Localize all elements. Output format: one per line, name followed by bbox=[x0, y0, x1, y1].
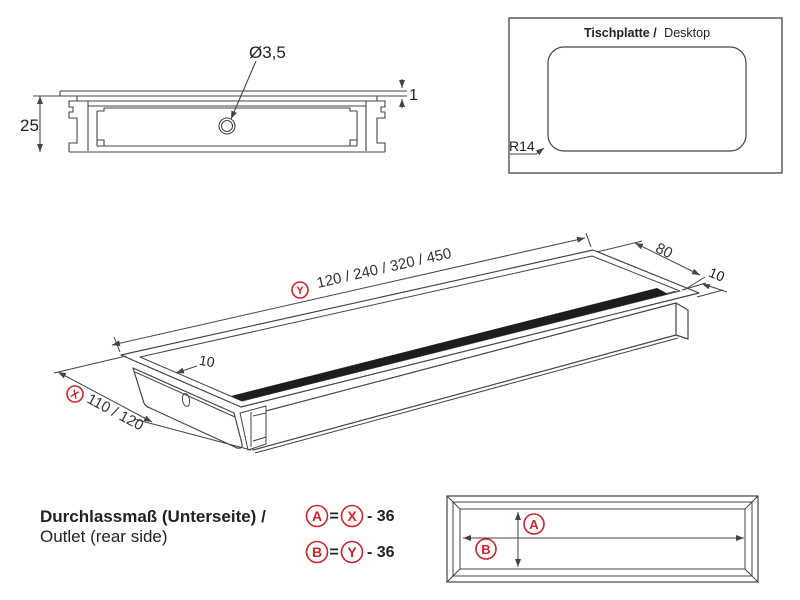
formula-a-var-circle bbox=[340, 504, 364, 528]
formula-b-equals: = bbox=[329, 544, 338, 561]
formula-b-var: Y bbox=[347, 544, 357, 560]
chamber-top bbox=[97, 107, 357, 112]
hole-leader-line bbox=[230, 60, 257, 120]
outlet-width-label: B bbox=[481, 542, 490, 557]
border-leader-left bbox=[175, 365, 198, 374]
outlet-height-label: A bbox=[529, 517, 539, 532]
formula-b-tail: - 36 bbox=[367, 544, 395, 561]
formula-b-lhs-circle bbox=[305, 540, 329, 564]
panel-title-de: Tischplatte / bbox=[584, 26, 657, 40]
profile-cut-end-lines bbox=[250, 412, 267, 447]
outlet-width-label-circle bbox=[475, 538, 497, 560]
profile-cut-end bbox=[239, 405, 267, 451]
outlet-height-label-circle bbox=[523, 513, 545, 535]
chamber-notches bbox=[97, 139, 357, 146]
lid-width-label: 80 bbox=[653, 240, 675, 263]
width-label-circle bbox=[66, 385, 84, 403]
outlet-outer-rect bbox=[446, 495, 759, 583]
section-view bbox=[33, 60, 407, 153]
length-label: Y bbox=[296, 285, 304, 297]
border-arrowhead-right bbox=[702, 284, 711, 290]
panel-title-en: Desktop bbox=[664, 26, 710, 40]
profile-left-wall bbox=[68, 96, 78, 152]
formula-b-var-circle bbox=[340, 540, 364, 564]
screw-hole-inner bbox=[220, 119, 234, 133]
outlet-note-title-de: Durchlassmaß (Unterseite) / bbox=[40, 507, 266, 526]
body-right-face bbox=[675, 302, 689, 340]
formula-b: B = Y - 36 bbox=[305, 540, 395, 564]
outlet-diagram bbox=[446, 495, 759, 583]
outlet-inner-rect bbox=[459, 508, 746, 570]
outlet-mid-rect bbox=[452, 501, 753, 577]
chamber-walls bbox=[96, 111, 358, 147]
border-ext-lines-right bbox=[681, 282, 724, 298]
profile-right-wall bbox=[376, 96, 386, 152]
panel-title: Tischplatte / Desktop bbox=[584, 26, 710, 40]
outlet-note-title-en: Outlet (rear side) bbox=[40, 527, 168, 546]
formula-a: A = X - 36 bbox=[305, 504, 395, 528]
lid-width-dim-line bbox=[634, 242, 701, 276]
formula-a-var: X bbox=[347, 508, 357, 524]
length-values-label: 120 / 240 / 320 / 450 bbox=[315, 245, 453, 292]
border-dimension-label-right: 10 bbox=[707, 264, 728, 285]
body-bottom-lip bbox=[254, 337, 679, 454]
mounting-hole bbox=[181, 393, 191, 407]
formula-a-lhs-circle bbox=[305, 504, 329, 528]
width-values-label: 110 / 120 bbox=[84, 391, 146, 435]
width-ext-lines bbox=[53, 355, 252, 451]
width-dim-line bbox=[57, 371, 153, 423]
hole-diameter-label: Ø3,5 bbox=[249, 43, 286, 62]
cutout-rounded-rect bbox=[547, 46, 747, 152]
length-label-circle bbox=[291, 281, 309, 299]
outlet-corner-chamfers bbox=[446, 495, 759, 583]
formula-a-lhs: A bbox=[312, 508, 322, 524]
depth-dimension-label: 25 bbox=[20, 116, 39, 135]
panel-border bbox=[508, 17, 783, 174]
flange-thickness-label: 1 bbox=[409, 87, 418, 104]
border-dimension-label-left: 10 bbox=[198, 352, 216, 370]
formula-a-equals: = bbox=[329, 508, 338, 525]
length-dim-line bbox=[111, 236, 586, 347]
formula-a-tail: - 36 bbox=[367, 508, 395, 525]
formula-b-lhs: B bbox=[312, 544, 322, 560]
desktop-cutout-panel bbox=[508, 17, 783, 174]
iso-view bbox=[53, 232, 728, 454]
lid-width-ext-lines bbox=[596, 240, 706, 291]
corner-radius-label: R14 bbox=[509, 138, 535, 154]
radius-leader-line bbox=[510, 147, 545, 156]
screw-hole-outer bbox=[218, 117, 236, 135]
